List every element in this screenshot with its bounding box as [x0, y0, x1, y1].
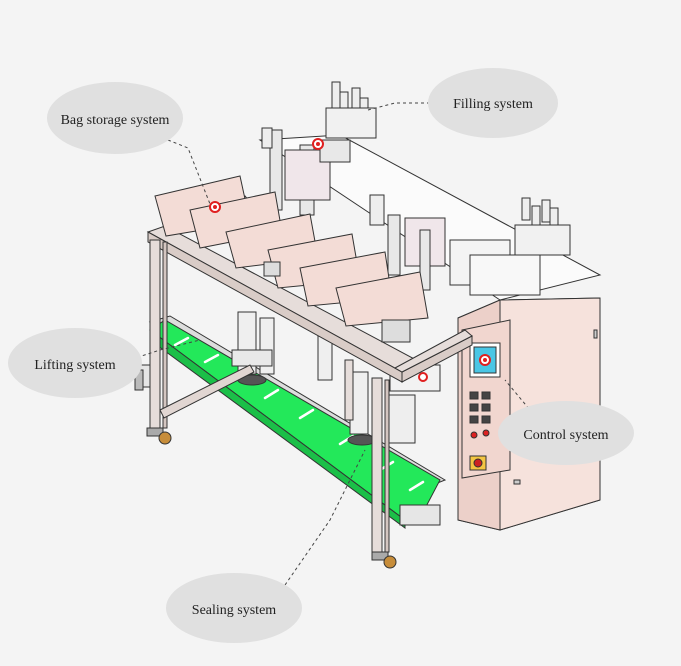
leader-filling [367, 102, 430, 111]
label-sealing-system: Sealing system [166, 573, 302, 643]
label-lifting-text: Lifting system [34, 358, 115, 373]
conveyor-belt [139, 315, 447, 529]
marker-icon [418, 372, 428, 382]
leader-bag-storage [167, 139, 211, 205]
bag-storage-trays [154, 175, 429, 343]
label-sealing-text: Sealing system [192, 603, 276, 618]
label-filling-system: Filling system [428, 68, 558, 138]
label-control-text: Control system [523, 428, 608, 443]
label-filling-text: Filling system [453, 97, 533, 112]
lifting-mechanism [231, 311, 441, 446]
label-bag-storage-text: Bag storage system [61, 113, 170, 128]
main-frame [134, 195, 473, 569]
filling-system-assembly [258, 81, 602, 301]
label-control-system: Control system [498, 401, 634, 465]
label-bag-storage-system: Bag storage system [47, 82, 183, 154]
leader-sealing [284, 449, 366, 586]
label-lifting-system: Lifting system [8, 328, 142, 398]
